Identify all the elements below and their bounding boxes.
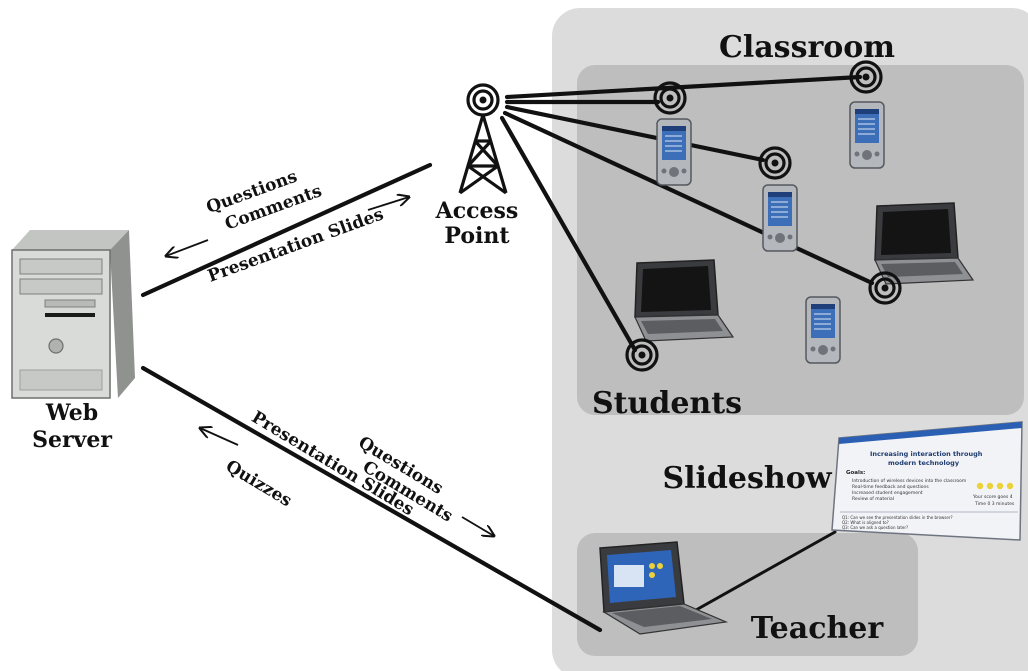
slideshow-title-line1: Increasing interaction through — [870, 450, 983, 458]
slideshow-question-3: Q3: Can we ask a question later? — [842, 525, 908, 530]
slideshow-bullet-2: Real-time feedback and questions — [852, 484, 929, 490]
access-point-label-line2: Point — [444, 223, 510, 249]
pda-4-icon — [805, 296, 841, 364]
web-server-icon — [11, 230, 135, 399]
pda-1-icon — [653, 81, 692, 186]
upper-link-labels: Questions Comments Presentation Slides — [204, 167, 387, 287]
slideshow-screen: Increasing interaction through modern te… — [831, 421, 1023, 541]
arrow-to-access-point-icon — [367, 197, 409, 211]
lower-quizzes-label: Quizzes — [222, 456, 295, 511]
slideshow-side-text-2: Time 0 3 minutes — [974, 501, 1015, 507]
slideshow-bullet-3: Increased student engagement — [852, 490, 923, 496]
slideshow-title-line2: modern technology — [888, 459, 960, 467]
arrow-to-classroom-icon — [461, 516, 494, 536]
web-server-label-line1: Web — [45, 400, 98, 426]
teacher-to-slideshow-link — [694, 530, 837, 612]
teacher-laptop-icon — [599, 541, 729, 635]
access-point-tower-icon — [458, 83, 508, 195]
slideshow-heading: Goals: — [846, 470, 865, 476]
lower-link-labels: Presentation Slides Quizzes Questions Co… — [222, 407, 456, 526]
arrow-to-server-lower-icon — [200, 428, 239, 446]
slideshow-label: Slideshow — [662, 461, 832, 496]
slideshow-question-2: Q2: What is aligned to? — [842, 520, 889, 525]
classroom-label: Classroom — [719, 30, 895, 65]
server-to-teacher-link — [140, 365, 603, 633]
slideshow-side-text-1: Your score goes 4 — [972, 494, 1013, 500]
slideshow-bullet-4: Review of material — [852, 496, 894, 502]
server-to-access-point-link — [140, 162, 433, 298]
wireless-links — [499, 74, 875, 353]
slideshow-question-1: Q1: Can we see the presentation slides i… — [842, 515, 953, 520]
teacher-label: Teacher — [751, 611, 885, 646]
students-label: Students — [592, 386, 742, 421]
arrow-to-server-upper-icon — [166, 239, 209, 256]
access-point-label-line1: Access — [435, 198, 519, 224]
web-server-label-line2: Server — [32, 427, 112, 453]
slideshow-bullet-1: Introduction of wireless devices into th… — [852, 478, 966, 484]
